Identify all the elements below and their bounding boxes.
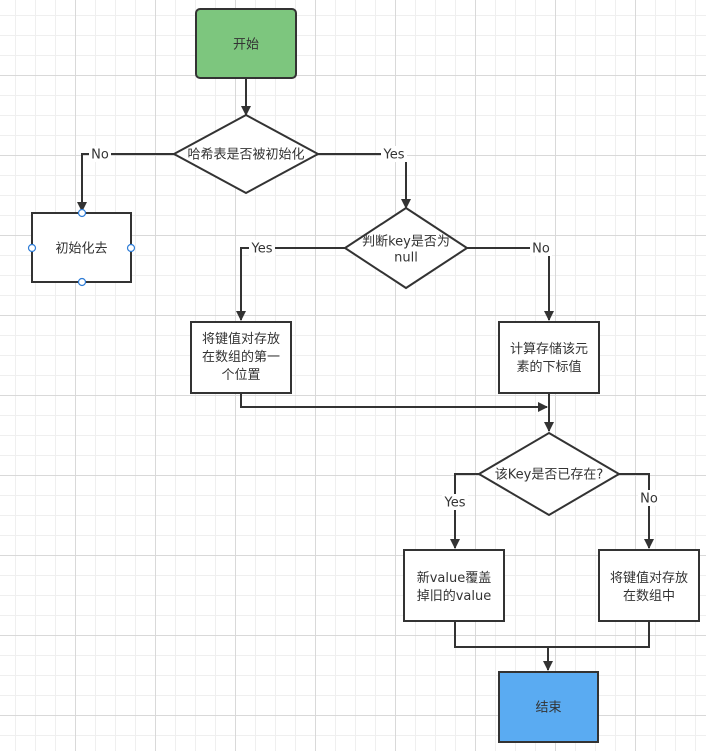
process-overwrite-line: 新value覆盖 bbox=[417, 570, 492, 586]
decision-key-exists[interactable]: 该Key是否已存在? bbox=[477, 431, 621, 517]
decision-key-null-shape bbox=[343, 206, 469, 290]
process-store-array-line: 将键值对存放 bbox=[610, 570, 688, 586]
label-key-exists-yes: Yes bbox=[442, 494, 468, 511]
edge-labels: No Yes Yes No Yes No bbox=[89, 146, 660, 511]
decision-key-exists-shape bbox=[477, 431, 621, 517]
edge-key-null-yes[interactable] bbox=[236, 247, 345, 321]
edge-initialized-no[interactable] bbox=[77, 153, 174, 212]
process-initialize-label: 初始化去 bbox=[55, 242, 107, 257]
label-no-text: No bbox=[91, 148, 109, 163]
label-initialized-no: No bbox=[89, 146, 111, 163]
label-key-null-no: No bbox=[530, 240, 552, 257]
end-node[interactable]: 结束 bbox=[498, 671, 599, 743]
decision-key-exists-label: 该Key是否已存在? bbox=[495, 468, 603, 483]
label-yes-text: Yes bbox=[251, 242, 273, 257]
edge-merge-to-end[interactable] bbox=[454, 621, 650, 670]
edge-key-null-no[interactable] bbox=[467, 247, 554, 321]
selection-handle[interactable] bbox=[27, 243, 37, 253]
label-yes-text: Yes bbox=[444, 496, 466, 511]
process-store-array-line: 在数组中 bbox=[623, 589, 675, 604]
decision-key-null-line: null bbox=[394, 251, 418, 266]
decision-initialized-label: 哈希表是否被初始化 bbox=[187, 148, 304, 163]
process-initialize[interactable]: 初始化去 bbox=[27, 208, 136, 287]
end-node-label: 结束 bbox=[535, 701, 561, 716]
label-no-text: No bbox=[532, 242, 550, 257]
start-node-label: 开始 bbox=[233, 38, 259, 53]
decision-key-null-line: 判断key是否为 bbox=[362, 235, 450, 250]
label-key-null-yes: Yes bbox=[249, 240, 275, 257]
process-overwrite-shape bbox=[403, 549, 505, 622]
process-overwrite-line: 掉旧的value bbox=[417, 588, 492, 604]
process-overwrite[interactable]: 新value覆盖 掉旧的value bbox=[403, 549, 505, 622]
decision-initialized[interactable]: 哈希表是否被初始化 bbox=[171, 113, 321, 195]
label-initialized-yes: Yes bbox=[381, 146, 407, 163]
process-compute-index-shape bbox=[498, 321, 600, 394]
decision-initialized-shape bbox=[171, 113, 321, 195]
edge-store-first-to-merge[interactable] bbox=[240, 393, 548, 412]
process-store-first[interactable]: 将键值对存放 在数组的第一 个位置 bbox=[190, 321, 292, 394]
process-store-first-line: 将键值对存放 bbox=[202, 331, 280, 347]
label-yes-text: Yes bbox=[383, 148, 405, 163]
start-node[interactable]: 开始 bbox=[195, 8, 297, 79]
process-store-array[interactable]: 将键值对存放 在数组中 bbox=[598, 549, 700, 622]
label-no-text: No bbox=[640, 492, 658, 507]
process-compute-index-line: 计算存储该元 bbox=[510, 342, 588, 357]
selection-handle[interactable] bbox=[77, 208, 87, 218]
selection-handle[interactable] bbox=[77, 277, 87, 287]
start-node-shape bbox=[195, 8, 297, 79]
end-node-shape bbox=[498, 671, 599, 743]
process-store-first-line: 在数组的第一 bbox=[202, 349, 280, 365]
selection-handle[interactable] bbox=[126, 243, 136, 253]
process-compute-index-line: 素的下标值 bbox=[516, 359, 581, 375]
process-store-first-shape bbox=[190, 321, 292, 394]
edge-key-exists-yes[interactable] bbox=[450, 473, 479, 549]
process-store-first-line: 个位置 bbox=[221, 368, 260, 383]
process-store-array-shape bbox=[598, 549, 700, 622]
process-compute-index[interactable]: 计算存储该元 素的下标值 bbox=[498, 321, 600, 394]
edge-key-exists-no[interactable] bbox=[619, 473, 654, 549]
label-key-exists-no: No bbox=[638, 490, 660, 507]
decision-key-null[interactable]: 判断key是否为 null bbox=[343, 206, 469, 290]
